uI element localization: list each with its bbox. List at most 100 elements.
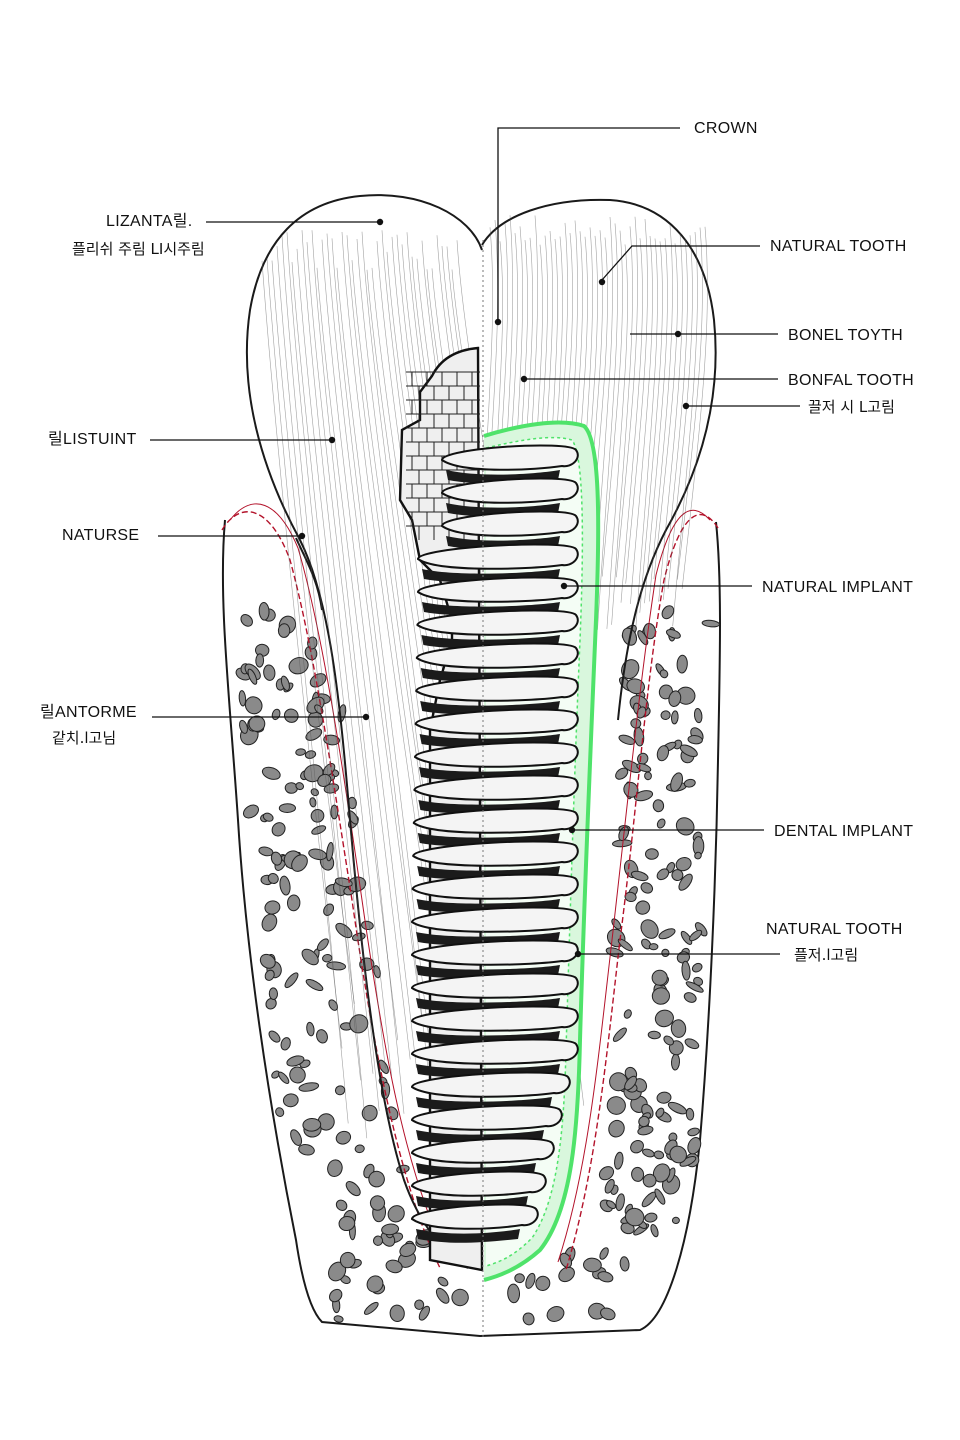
bone-pore [399, 1242, 417, 1258]
label-right-5: NATURAL IMPLANT [762, 579, 913, 596]
bone-pore [608, 1119, 625, 1138]
bone-pore [683, 992, 697, 1003]
hatch-stroke [301, 230, 392, 1076]
hatch-stroke [625, 218, 648, 584]
bone-pore [600, 1307, 616, 1321]
bone-pore [626, 678, 645, 695]
bone-pore [655, 1107, 665, 1118]
hatch-stroke [281, 235, 368, 1139]
bone-pore [635, 900, 651, 915]
bone-pore [637, 630, 649, 646]
bone-pore [597, 1271, 614, 1283]
label-right-2: NATURAL TOOTH [770, 238, 907, 255]
hatch-stroke [296, 248, 386, 1069]
thread-ridge [415, 675, 579, 702]
bone-pore [414, 1299, 425, 1310]
label-right-6: DENTAL IMPLANT [774, 823, 913, 840]
bone-pore [328, 999, 339, 1011]
label-right-7-line2: 플저.l고림 [794, 946, 858, 964]
bone-pore [268, 987, 279, 1000]
bone-pore [295, 782, 305, 791]
hatch-stroke [336, 267, 436, 1095]
bone-pore [366, 1275, 384, 1293]
jaw-bone [221, 519, 721, 1338]
bone-pore [326, 841, 334, 862]
thread-ridge [413, 741, 579, 768]
bone-pore [264, 900, 281, 915]
label-left-3: NATURSE [62, 527, 139, 544]
hatch-stroke [316, 267, 411, 1060]
bone-pore [335, 922, 353, 939]
bone-pore [656, 745, 670, 762]
bone-pore [619, 1256, 630, 1272]
bone-pore [288, 657, 309, 675]
bone-pore [381, 1223, 400, 1236]
bone-pore [268, 1030, 281, 1043]
label-right-3: BONEL TOYTH [788, 327, 903, 344]
hatch-stroke [311, 230, 405, 1114]
label-left-2: 릴LISTUINT [48, 430, 137, 448]
hatch-stroke [667, 235, 693, 589]
bone-pore [291, 854, 308, 872]
thread-ridge [410, 1104, 563, 1131]
bone-pore [279, 875, 291, 896]
bone-pore [618, 734, 636, 745]
bone-pore [676, 654, 688, 674]
bone-pore [263, 664, 276, 681]
thread-ridge [410, 1170, 547, 1197]
bone-pore [259, 953, 276, 969]
bone-pore [361, 920, 374, 931]
label-left-4-line2: 같치.l고님 [52, 729, 116, 747]
bone-pore [323, 903, 335, 916]
bone-pore [247, 668, 258, 685]
hatch-stroke [653, 243, 678, 579]
thread-ridge [413, 774, 579, 801]
bone-pore [522, 1312, 535, 1326]
bone-pore [624, 1075, 638, 1091]
bone-pore [606, 1200, 617, 1210]
hatch-stroke [611, 226, 633, 625]
bone-pore [334, 1085, 346, 1096]
bone-pore [663, 1035, 674, 1046]
hatch-stroke [644, 238, 668, 604]
bone-pore [240, 614, 253, 627]
bone-pore [271, 708, 281, 721]
bone-pore [630, 870, 649, 882]
bone-pore [327, 1159, 343, 1178]
bone-pore [687, 735, 703, 745]
bone-pore [633, 790, 654, 802]
bone-pore [310, 808, 325, 823]
hatch-stroke [331, 238, 430, 1076]
thread-ridge [415, 642, 579, 669]
bone-pore [298, 1144, 315, 1156]
bone-pore [304, 750, 317, 759]
hatch-stroke [648, 225, 673, 602]
bone-pore [351, 932, 366, 942]
thread-ridge [411, 873, 579, 900]
bone-pore [651, 969, 668, 986]
bone-pore [289, 1066, 306, 1084]
bone-pore [604, 1178, 615, 1194]
bone-pore [624, 1207, 645, 1227]
thread-ridge [410, 1038, 579, 1065]
bone-pores-left [235, 602, 469, 1323]
bone-pore [316, 1029, 328, 1044]
bone-pore [280, 675, 290, 692]
bone-pore [310, 788, 319, 797]
bone-pore [652, 1163, 671, 1183]
bone-pore [338, 1215, 356, 1232]
bone-pore [354, 1144, 365, 1154]
bone-pore [295, 748, 306, 756]
bone-pore [238, 690, 247, 707]
bone-pore [685, 1107, 695, 1121]
bone-pore [678, 873, 693, 891]
bone-pore [323, 734, 340, 746]
bone-pore [271, 822, 286, 837]
bone-pore [612, 1027, 627, 1042]
bone-pore [286, 1055, 305, 1067]
bone-pore [264, 969, 275, 981]
thread-ridge [440, 444, 579, 471]
bone-pore [652, 799, 665, 813]
bone-pore [648, 943, 659, 951]
bone-pore [418, 1305, 431, 1321]
